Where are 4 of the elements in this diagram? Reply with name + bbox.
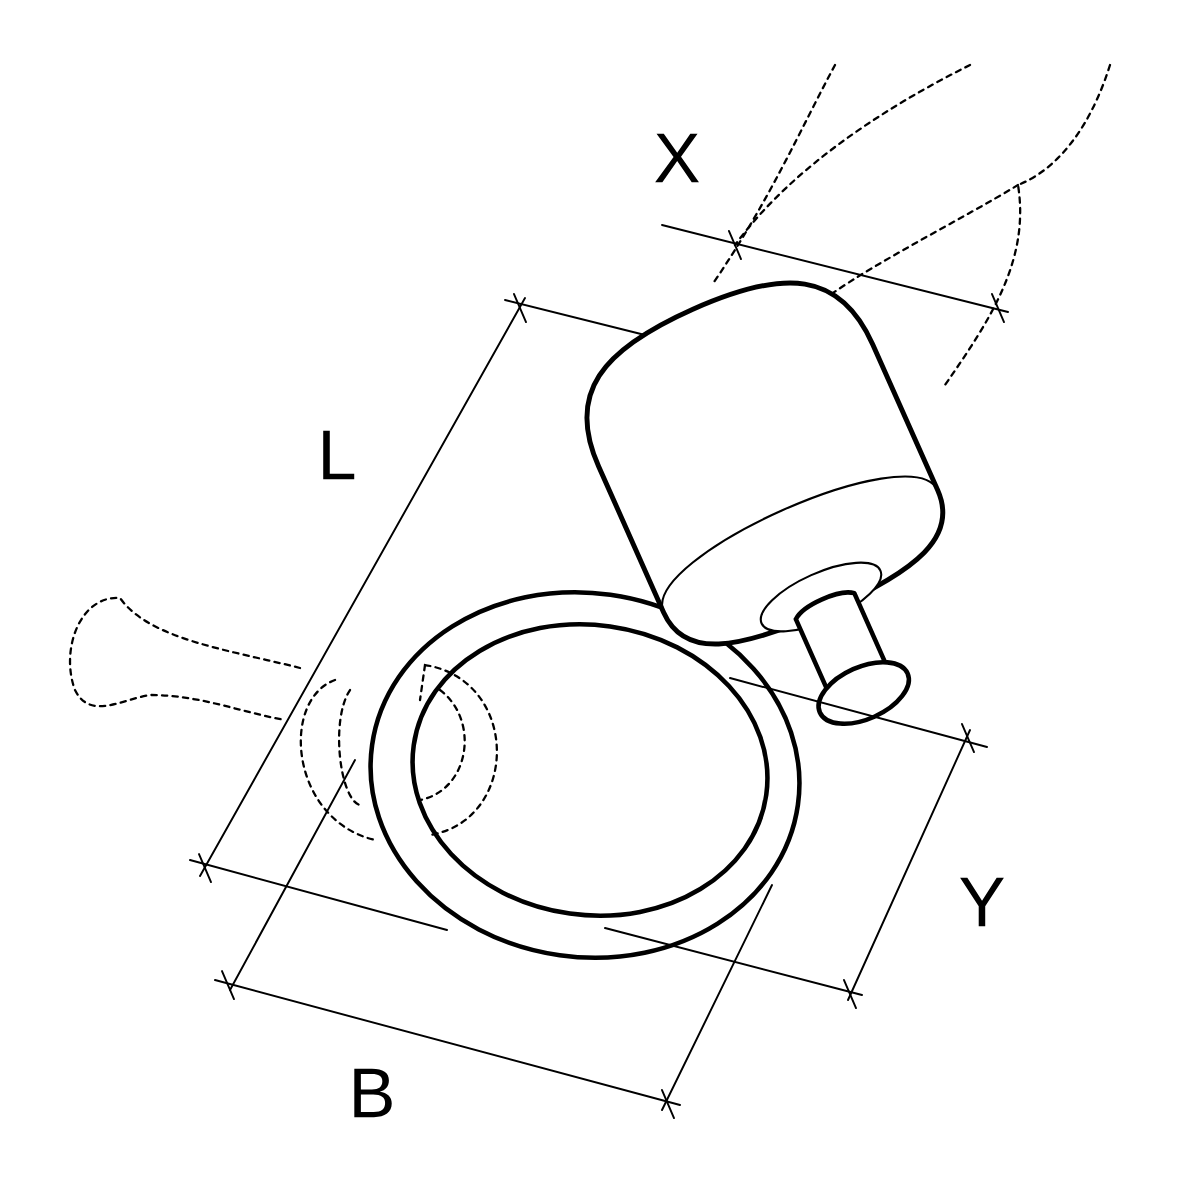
dimension-label: L — [323, 430, 355, 480]
dimension-label: Y — [960, 877, 1004, 927]
dimension-label: B — [354, 1068, 392, 1118]
dimension-label: X — [655, 133, 699, 183]
